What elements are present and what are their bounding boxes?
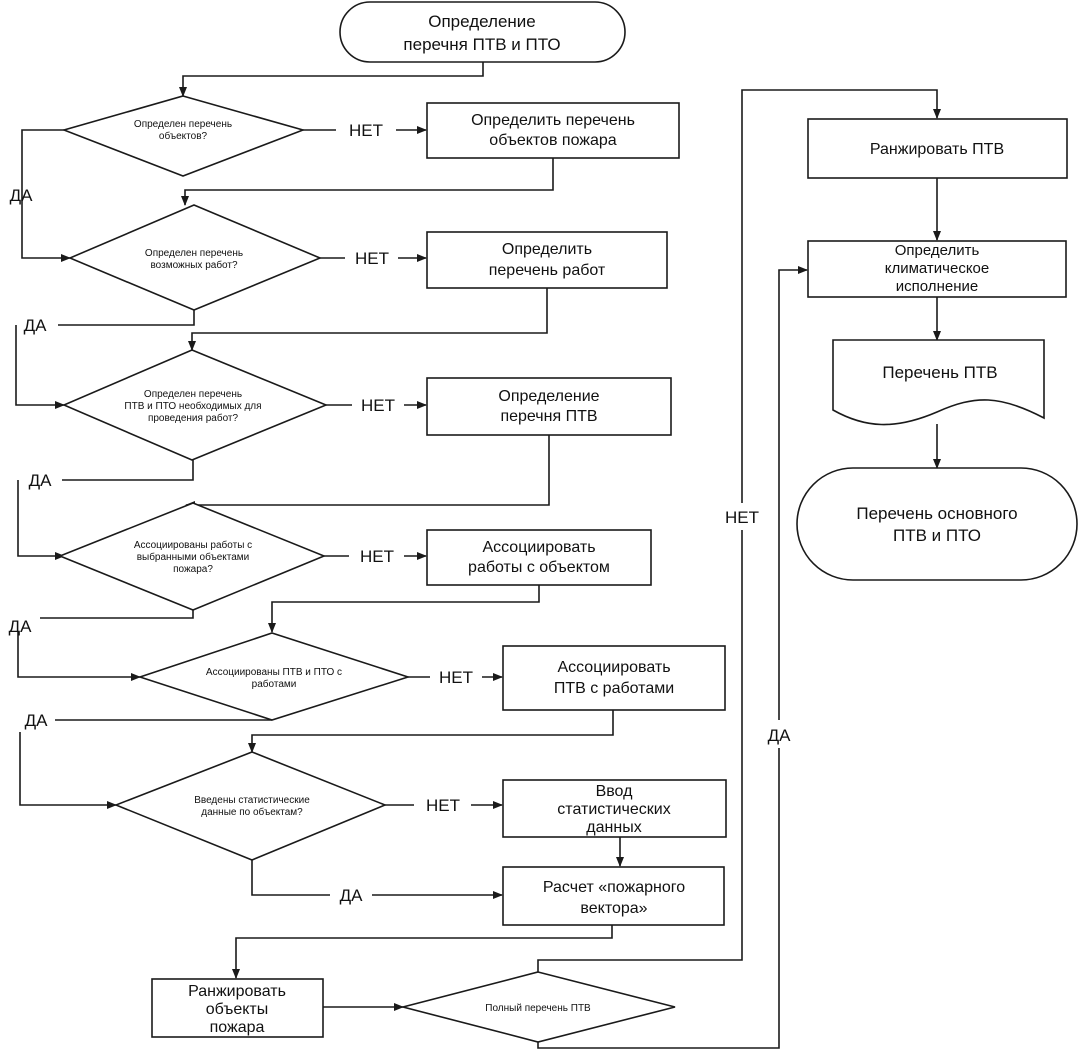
d4-line-1: Ассоциированы работы с <box>134 539 252 551</box>
p3-line-1: Определение <box>498 388 599 405</box>
no-label-d1: НЕТ <box>349 121 383 140</box>
p3-line-2: перечня ПТВ <box>500 408 597 425</box>
p6-line-3: данных <box>586 819 641 836</box>
d4-line-2: выбранными объектами <box>137 551 250 563</box>
d6-line-2: данные по объектам? <box>201 806 303 818</box>
p5-line-1: Ассоциировать <box>557 659 670 676</box>
no-label-d2: НЕТ <box>355 249 389 268</box>
process-p9: Ранжировать ПТВ <box>807 118 1068 179</box>
no-label-d5: НЕТ <box>439 668 473 687</box>
yes-label-d1: ДА <box>10 186 34 205</box>
document-label: Перечень ПТВ <box>882 363 997 382</box>
document-shape: Перечень ПТВ <box>832 339 1045 426</box>
decision-d4: Ассоциированы работы с выбранными объект… <box>57 502 327 611</box>
p10-line-3: исполнение <box>896 278 978 295</box>
decision-d3: Определен перечень ПТВ и ПТО необходимых… <box>61 349 329 461</box>
d3-line-2: ПТВ и ПТО необходимых для <box>124 400 261 412</box>
d3-line-1: Определен перечень <box>144 389 242 400</box>
d4-line-3: пожара? <box>173 564 213 575</box>
p2-line-2: перечень работ <box>489 262 606 279</box>
decision-d5: Ассоциированы ПТВ и ПТО с работами <box>137 632 411 721</box>
d1-line-1: Определен перечень <box>134 119 232 130</box>
p1-line-1: Определить перечень <box>471 112 635 129</box>
p1-line-2: объектов пожара <box>489 132 616 149</box>
end-terminator: Перечень основного ПТВ и ПТО <box>796 467 1078 581</box>
yes-label-d6: ДА <box>340 886 364 905</box>
yes-label-d3: ДА <box>29 471 53 490</box>
decision-d7: Полный перечень ПТВ <box>399 971 676 1043</box>
p8-line-3: пожара <box>210 1019 265 1036</box>
process-p2: Определить перечень работ <box>426 231 668 289</box>
branch-labels: НЕТ НЕТ НЕТ НЕТ НЕТ НЕТ НЕТ ДА ДА ДА ДА … <box>9 121 792 905</box>
process-p4: Ассоциировать работы с объектом <box>426 529 652 586</box>
yes-label-d2: ДА <box>24 316 48 335</box>
process-p7: Расчет «пожарного вектора» <box>502 866 725 926</box>
start-line-2: перечня ПТВ и ПТО <box>403 35 560 54</box>
d5-line-2: работами <box>252 678 297 690</box>
p6-line-1: Ввод <box>596 783 634 800</box>
p6-line-2: статистических <box>557 801 670 818</box>
decision-d1: Определен перечень объектов? <box>61 95 306 177</box>
yes-label-d5: ДА <box>25 711 49 730</box>
start-terminator: Определение перечня ПТВ и ПТО <box>339 1 626 63</box>
process-p6: Ввод статистических данных <box>502 779 727 838</box>
no-label-d6: НЕТ <box>426 796 460 815</box>
process-p10: Определить климатическое исполнение <box>807 240 1067 298</box>
p7-line-2: вектора» <box>580 900 647 917</box>
d1-line-2: объектов? <box>159 130 208 142</box>
process-p1: Определить перечень объектов пожара <box>426 102 680 159</box>
connectors <box>15 62 941 1049</box>
no-label-d4: НЕТ <box>360 547 394 566</box>
p10-line-1: Определить <box>895 242 980 259</box>
d7-line-1: Полный перечень ПТВ <box>485 1003 591 1014</box>
decision-d2: Определен перечень возможных работ? <box>67 204 323 311</box>
process-p5: Ассоциировать ПТВ с работами <box>502 645 726 711</box>
p7-line-1: Расчет «пожарного <box>543 879 685 896</box>
process-p3: Определение перечня ПТВ <box>426 377 672 436</box>
end-line-2: ПТВ и ПТО <box>893 526 981 545</box>
yes-label-d7: ДА <box>768 726 792 745</box>
p9-line-1: Ранжировать ПТВ <box>870 141 1004 158</box>
no-label-d3: НЕТ <box>361 396 395 415</box>
p8-line-2: объекты <box>206 1001 268 1018</box>
d2-line-2: возможных работ? <box>150 259 238 271</box>
d6-line-1: Введены статистические <box>194 795 310 806</box>
end-line-1: Перечень основного <box>856 504 1017 523</box>
p4-line-2: работы с объектом <box>468 559 610 576</box>
no-label-d7: НЕТ <box>725 508 759 527</box>
yes-label-d4: ДА <box>9 617 33 636</box>
p4-line-1: Ассоциировать <box>482 539 595 556</box>
decision-d6: Введены статистические данные по объекта… <box>113 751 388 861</box>
p2-line-1: Определить <box>502 241 592 258</box>
p8-line-1: Ранжировать <box>188 983 286 1000</box>
d5-line-1: Ассоциированы ПТВ и ПТО с <box>206 667 342 678</box>
d2-line-1: Определен перечень <box>145 248 243 259</box>
process-p8: Ранжировать объекты пожара <box>151 978 324 1038</box>
start-line-1: Определение <box>428 12 536 31</box>
d3-line-3: проведения работ? <box>148 412 239 424</box>
p10-line-2: климатическое <box>885 260 990 277</box>
p5-line-2: ПТВ с работами <box>554 680 674 697</box>
